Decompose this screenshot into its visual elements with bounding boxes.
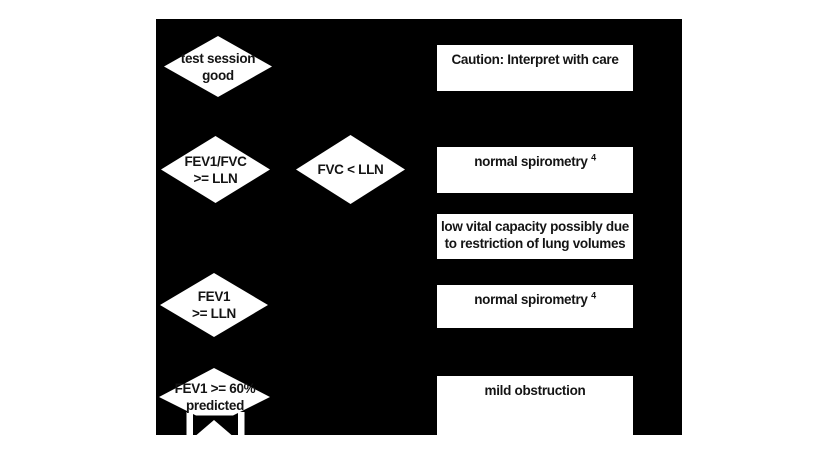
outcome-low-vital-capacity: low vital capacity possibly due to restr… [437, 214, 633, 259]
decision-label-line: good [202, 67, 234, 83]
outcome-text: Caution: Interpret with care [451, 52, 619, 67]
decision-fev1-fvc-lln: FEV1/FVC >= LLN [161, 136, 270, 203]
decision-label-line: FEV1 >= 60% [174, 381, 256, 396]
decision-test-session-good: test session good [164, 36, 272, 97]
decision-label-line: test session [180, 50, 256, 66]
decision-label: FEV1 >= 60% predicted [159, 368, 271, 435]
connector-bar-right [238, 412, 245, 435]
decision-label-line: FEV1/FVC [184, 153, 247, 169]
decision-label: test session good [164, 36, 272, 97]
flowchart-panel: test session good FEV1/FVC >= LLN FVC < … [156, 19, 682, 435]
decision-label: FEV1 >= LLN [160, 273, 268, 337]
decision-fev1-60-predicted: FEV1 >= 60% predicted [159, 368, 271, 435]
decision-fev1-lln: FEV1 >= LLN [160, 273, 268, 337]
connector-bar-left [186, 412, 193, 435]
diamond-shape-truncated [159, 368, 270, 435]
decision-label-line: predicted [185, 398, 245, 413]
outcome-text-line: to restriction of lung volumes [444, 236, 626, 251]
decision-label-line: FEV1 [197, 289, 231, 304]
outcome-text-line: low vital capacity possibly due [440, 219, 629, 234]
decision-label-line: FVC < LLN [317, 162, 384, 177]
diamond-shape [159, 368, 270, 416]
decision-label: FEV1/FVC >= LLN [161, 136, 270, 203]
decision-label-line: >= LLN [193, 170, 238, 186]
outcome-footnote-marker: 4 [591, 152, 596, 163]
decision-label-line: >= LLN [192, 306, 236, 321]
decision-label: FVC < LLN [296, 135, 405, 204]
outcome-text: normal spirometry [474, 154, 588, 169]
outcome-normal-spirometry-1: normal spirometry 4 [437, 147, 633, 193]
outcome-normal-spirometry-2: normal spirometry 4 [437, 285, 633, 328]
next-decision-tip [196, 420, 232, 435]
outcome-footnote-marker: 4 [591, 290, 596, 301]
outcome-text: normal spirometry [474, 292, 588, 307]
outcome-text: mild obstruction [484, 383, 586, 398]
outcome-mild-obstruction: mild obstruction [437, 376, 633, 435]
decision-fvc-lt-lln: FVC < LLN [296, 135, 405, 204]
outcome-caution: Caution: Interpret with care [437, 45, 633, 91]
